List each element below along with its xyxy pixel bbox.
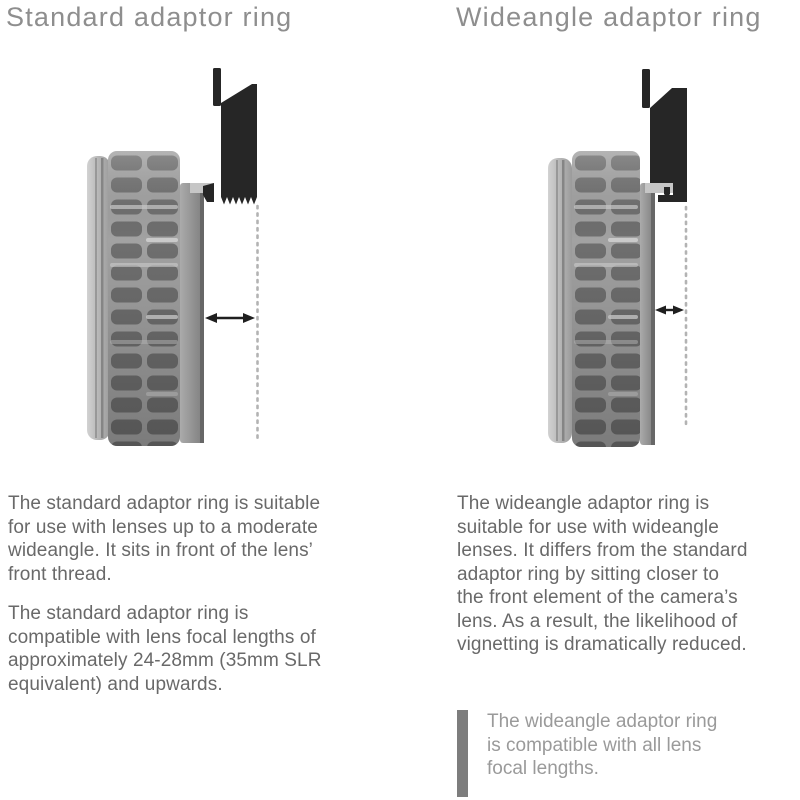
wideangle-description: The wideangle adaptor ring is suitable f…	[457, 493, 748, 655]
wideangle-heading: Wideangle adaptor ring	[456, 2, 762, 32]
callout-text: The wideangle adaptor ring is compatible…	[487, 711, 718, 779]
standard-description-2: The standard adaptor ring is compatible …	[8, 603, 322, 695]
adaptor-tooth	[664, 187, 670, 198]
callout-bar	[457, 710, 468, 797]
filter-slot-tab	[213, 68, 221, 106]
gap-arrow	[205, 313, 255, 323]
lens-front-thread	[645, 183, 673, 193]
adaptor-ring-cross-section	[203, 68, 257, 205]
adaptor-body	[650, 88, 687, 202]
wideangle-adaptor-diagram	[548, 69, 688, 447]
grip-ring	[572, 151, 640, 447]
standard-adaptor-diagram	[87, 68, 259, 446]
adaptor-body	[221, 84, 257, 205]
gap-arrow	[655, 305, 684, 315]
adaptor-clip	[203, 183, 214, 202]
lens-front-thread	[190, 183, 214, 193]
grip-ring	[108, 151, 180, 446]
lens-barrel	[548, 158, 673, 445]
adaptor-ring-cross-section	[642, 69, 687, 202]
standard-heading: Standard adaptor ring	[6, 2, 293, 32]
filter-slot-tab	[642, 69, 650, 108]
lens-barrel	[87, 156, 214, 443]
standard-description-1: The standard adaptor ring is suitable fo…	[8, 493, 321, 585]
